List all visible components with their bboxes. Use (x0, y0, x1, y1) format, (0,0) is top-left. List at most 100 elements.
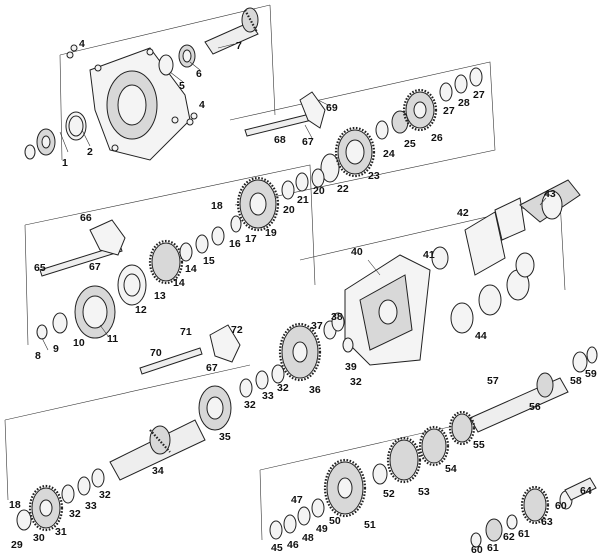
part-label: 21 (297, 194, 309, 206)
part-label: 72 (231, 324, 243, 336)
part-label: 64 (580, 485, 592, 497)
part-label: 32 (99, 489, 111, 501)
part-label: 14 (173, 277, 185, 289)
part-label: 46 (287, 539, 299, 551)
part-label: 23 (368, 170, 380, 182)
part-label: 33 (85, 500, 97, 512)
part-label: 67 (206, 362, 218, 374)
part-label: 11 (107, 333, 118, 345)
part-label: 39 (345, 361, 357, 373)
part-label: 32 (277, 382, 289, 394)
part-label: 2 (87, 146, 93, 158)
shift-fork-upper (244, 91, 326, 137)
part-label: 48 (302, 532, 314, 544)
part-label: 26 (431, 132, 443, 144)
shift-fork-lower (139, 324, 241, 375)
part-label: 45 (271, 542, 283, 554)
part-label: 31 (55, 526, 67, 538)
part-label: 10 (73, 337, 85, 349)
part-label: 63 (541, 516, 553, 528)
part-label: 69 (326, 102, 338, 114)
part-label: 70 (150, 347, 162, 359)
part-label: 32 (350, 376, 362, 388)
part-label: 59 (585, 368, 597, 380)
part-label: 47 (291, 494, 303, 506)
lower-middle-gears (198, 312, 354, 431)
part-label: 32 (244, 399, 256, 411)
seal-and-flange (24, 111, 87, 160)
part-label: 30 (33, 532, 45, 544)
part-label: 8 (35, 350, 41, 362)
countershaft (469, 346, 598, 433)
part-label: 27 (443, 105, 455, 117)
part-label: 65 (34, 262, 46, 274)
part-label: 17 (245, 233, 257, 245)
part-label: 53 (418, 486, 430, 498)
part-label: 44 (475, 330, 487, 342)
part-label: 22 (337, 183, 349, 195)
bottom-left-gears (16, 468, 105, 532)
part-label: 6 (196, 68, 202, 80)
bottom-right-small-parts (470, 477, 597, 548)
part-label: 37 (311, 320, 323, 332)
part-label: 71 (180, 326, 192, 338)
part-label: 14 (185, 263, 197, 275)
part-label: 29 (11, 539, 23, 551)
part-label: 24 (383, 148, 395, 160)
part-label: 52 (383, 488, 395, 500)
part-label: 51 (364, 519, 376, 531)
part-label: 34 (152, 465, 164, 477)
part-label: 20 (313, 185, 325, 197)
part-label: 38 (331, 311, 343, 323)
part-label: 66 (80, 212, 92, 224)
part-label: 25 (404, 138, 416, 150)
part-label: 60 (471, 544, 483, 556)
part-label: 54 (445, 463, 457, 475)
part-label: 33 (262, 390, 274, 402)
part-label: 67 (302, 136, 314, 148)
part-label: 58 (570, 375, 582, 387)
part-label: 12 (135, 304, 147, 316)
part-label: 27 (473, 89, 485, 101)
part-label: 7 (236, 40, 242, 52)
part-label: 56 (529, 401, 541, 413)
part-label: 36 (309, 384, 321, 396)
part-label: 16 (229, 238, 241, 250)
part-label: 55 (473, 439, 485, 451)
input-shaft (204, 7, 259, 55)
part-label: 68 (274, 134, 286, 146)
part-label: 9 (53, 343, 59, 355)
part-label: 43 (544, 188, 556, 200)
part-label: 61 (487, 542, 499, 554)
part-label: 67 (89, 261, 101, 273)
part-label: 15 (203, 255, 215, 267)
part-label: 49 (316, 523, 328, 535)
part-number-labels: 1 2 4 4 5 6 7 8 9 10 11 12 13 14 14 15 1… (9, 38, 597, 556)
bottom-right-gears (269, 410, 476, 540)
part-label: 18 (211, 200, 223, 212)
upper-gears (281, 67, 483, 200)
clutch-housing (89, 47, 191, 161)
part-label: 13 (154, 290, 166, 302)
part-label: 19 (265, 227, 277, 239)
part-label: 35 (219, 431, 231, 443)
shift-fork-middle (39, 219, 126, 277)
part-label: 18 (9, 499, 21, 511)
input-shaft-bearings (66, 44, 198, 126)
part-label: 28 (458, 97, 470, 109)
part-label: 1 (62, 157, 68, 169)
part-label: 40 (351, 246, 363, 258)
rear-cover-and-yoke (431, 179, 581, 334)
part-label: 60 (555, 500, 567, 512)
part-label: 50 (329, 515, 341, 527)
main-gearbox-case (344, 254, 431, 366)
part-label: 5 (179, 80, 185, 92)
part-label: 42 (457, 207, 469, 219)
part-label: 41 (423, 249, 435, 261)
part-label: 20 (283, 204, 295, 216)
part-label: 57 (487, 375, 499, 387)
part-label: 32 (69, 508, 81, 520)
part-label: 62 (503, 531, 515, 543)
leader-lines (41, 43, 547, 351)
